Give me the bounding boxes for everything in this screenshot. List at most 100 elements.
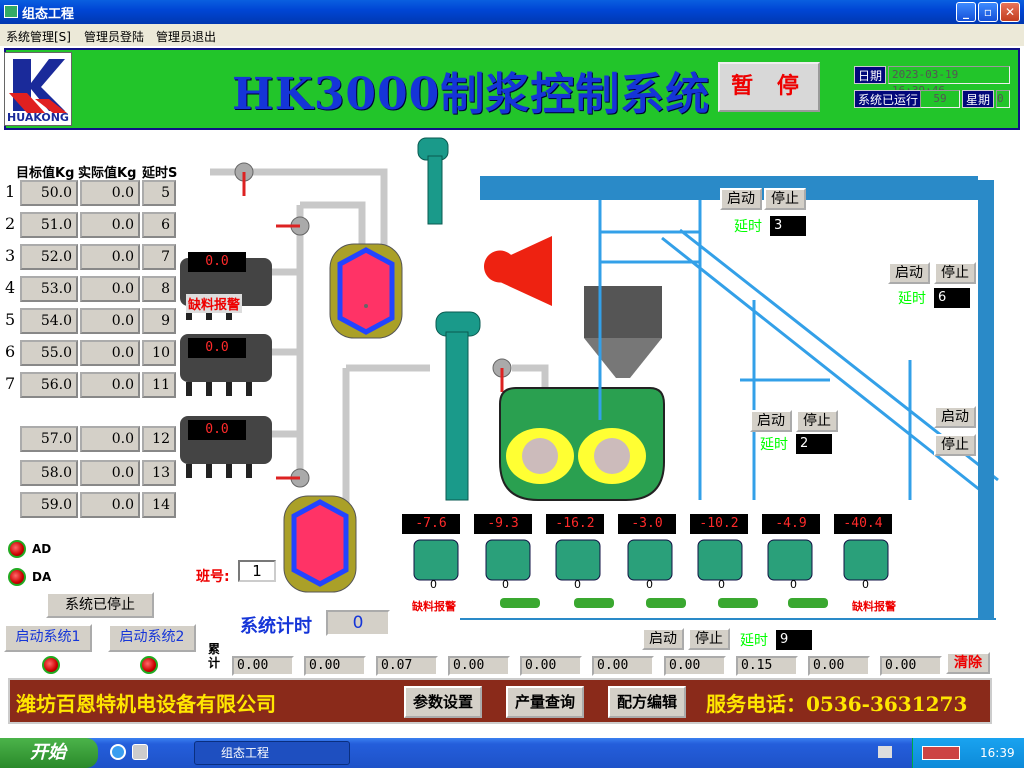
da-indicator-led: [8, 568, 26, 586]
delay-cell[interactable]: 11: [142, 372, 176, 398]
system-state: 系统已停止: [46, 592, 154, 618]
total-cell: 0.07: [376, 656, 438, 676]
top-conveyor-stop-button[interactable]: 停止: [764, 188, 806, 210]
start-system1-button[interactable]: 启动系统1: [4, 624, 92, 652]
scale-reading: -3.0: [618, 514, 676, 534]
target-cell[interactable]: 53.0: [20, 276, 78, 302]
bottom-delay-value: 9: [776, 630, 812, 650]
mid-conveyor-stop-button[interactable]: 停止: [796, 410, 838, 432]
hopper3-reading: 0.0: [188, 420, 246, 440]
right-conveyor-stop-button[interactable]: 停止: [934, 262, 976, 284]
mixer-icon: [499, 286, 665, 501]
target-cell[interactable]: 57.0: [20, 426, 78, 452]
pause-button[interactable]: 暂 停: [718, 62, 820, 112]
row-number: 1: [5, 182, 16, 201]
scale-zero: 0: [574, 578, 581, 591]
minimize-button[interactable]: _: [956, 2, 976, 22]
params-button[interactable]: 参数设置: [404, 686, 482, 718]
col-actual-header: 实际值Kg: [78, 166, 137, 181]
total-cell: 0.00: [808, 656, 870, 676]
right-delay-value: 6: [934, 288, 970, 308]
delay-cell[interactable]: 8: [142, 276, 176, 302]
clear-button[interactable]: 清除: [946, 652, 990, 674]
menu-admin-logout[interactable]: 管理员退出: [156, 30, 217, 44]
bottom-conveyor-start-button[interactable]: 启动: [642, 628, 684, 650]
target-cell[interactable]: 51.0: [20, 212, 78, 238]
ad-label: AD: [32, 542, 52, 556]
recipe-edit-button[interactable]: 配方编辑: [608, 686, 686, 718]
footer-bar: [8, 678, 992, 724]
delay-cell[interactable]: 6: [142, 212, 176, 238]
delay-cell[interactable]: 14: [142, 492, 176, 518]
delay-cell[interactable]: 12: [142, 426, 176, 452]
target-cell[interactable]: 58.0: [20, 460, 78, 486]
mid-conveyor-start-button[interactable]: 启动: [750, 410, 792, 432]
total-cell: 0.00: [232, 656, 294, 676]
scale-reading: -7.6: [402, 514, 460, 534]
delay-cell[interactable]: 13: [142, 460, 176, 486]
target-cell[interactable]: 56.0: [20, 372, 78, 398]
hopper2-reading: 0.0: [188, 338, 246, 358]
target-cell[interactable]: 52.0: [20, 244, 78, 270]
dispenser-icons: [413, 539, 889, 581]
mid-delay-label: 延时: [760, 437, 788, 453]
actual-cell: 0.0: [80, 244, 140, 270]
ad-indicator-led: [8, 540, 26, 558]
delay-cell[interactable]: 10: [142, 340, 176, 366]
hopper-icons: [180, 258, 272, 478]
col-delay-header: 延时S: [142, 166, 178, 181]
runtime-value: 59: [920, 90, 960, 108]
week-value: 0: [996, 90, 1010, 108]
menu-bar: 系统管理[S] 管理员登陆 管理员退出: [0, 24, 1024, 46]
taskbar-item[interactable]: 组态工程: [194, 741, 350, 765]
close-button[interactable]: ✕: [1000, 2, 1020, 22]
maximize-button[interactable]: ▫: [978, 2, 998, 22]
header-bar: [4, 48, 1020, 130]
total-cell: 0.00: [664, 656, 726, 676]
target-cell[interactable]: 55.0: [20, 340, 78, 366]
date-value: 2023-03-19 16:39:46: [888, 66, 1010, 97]
menu-system[interactable]: 系统管理[S]: [6, 30, 71, 44]
date-label: 日期: [854, 66, 887, 84]
shift-input[interactable]: 1: [238, 560, 276, 582]
total-cell: 0.00: [880, 656, 942, 676]
network-icon[interactable]: [922, 746, 960, 760]
bottom-conveyor-stop-button[interactable]: 停止: [688, 628, 730, 650]
total-cell: 0.00: [448, 656, 510, 676]
target-cell[interactable]: 54.0: [20, 308, 78, 334]
company-name: 潍坊百恩特机电设备有限公司: [16, 692, 276, 716]
far-conveyor-start-button[interactable]: 启动: [934, 406, 976, 428]
delay-cell[interactable]: 7: [142, 244, 176, 270]
output-query-button[interactable]: 产量查询: [506, 686, 584, 718]
media-icon[interactable]: [132, 744, 148, 760]
horn-icon: [484, 236, 552, 306]
delay-cell[interactable]: 9: [142, 308, 176, 334]
menu-admin-login[interactable]: 管理员登陆: [84, 30, 145, 44]
scale-reading: -16.2: [546, 514, 604, 534]
scale-zero: 0: [790, 578, 797, 591]
company-logo: HUAKONG: [4, 52, 72, 126]
ie-icon[interactable]: [110, 744, 126, 760]
actual-cell: 0.0: [80, 372, 140, 398]
far-conveyor-stop-button[interactable]: 停止: [934, 434, 976, 456]
actual-cell: 0.0: [80, 426, 140, 452]
delay-cell[interactable]: 5: [142, 180, 176, 206]
taskbar: [0, 738, 1024, 768]
scale7-alarm: 缺料报警: [852, 600, 896, 613]
start-system2-button[interactable]: 启动系统2: [108, 624, 196, 652]
top-delay-label: 延时: [734, 219, 762, 235]
target-cell[interactable]: 59.0: [20, 492, 78, 518]
top-conveyor-start-button[interactable]: 启动: [720, 188, 762, 210]
row-number: 6: [5, 342, 16, 361]
actual-cell: 0.0: [80, 180, 140, 206]
scale-reading: -4.9: [762, 514, 820, 534]
process-diagram: [180, 137, 999, 620]
da-label: DA: [32, 570, 52, 584]
right-conveyor-start-button[interactable]: 启动: [888, 262, 930, 284]
keyboard-icon[interactable]: [878, 746, 892, 758]
actual-cell: 0.0: [80, 460, 140, 486]
start-button[interactable]: 开始: [0, 738, 98, 768]
timer-label: 系统计时: [240, 616, 312, 637]
target-cell[interactable]: 50.0: [20, 180, 78, 206]
window-title: 组态工程: [22, 7, 75, 22]
